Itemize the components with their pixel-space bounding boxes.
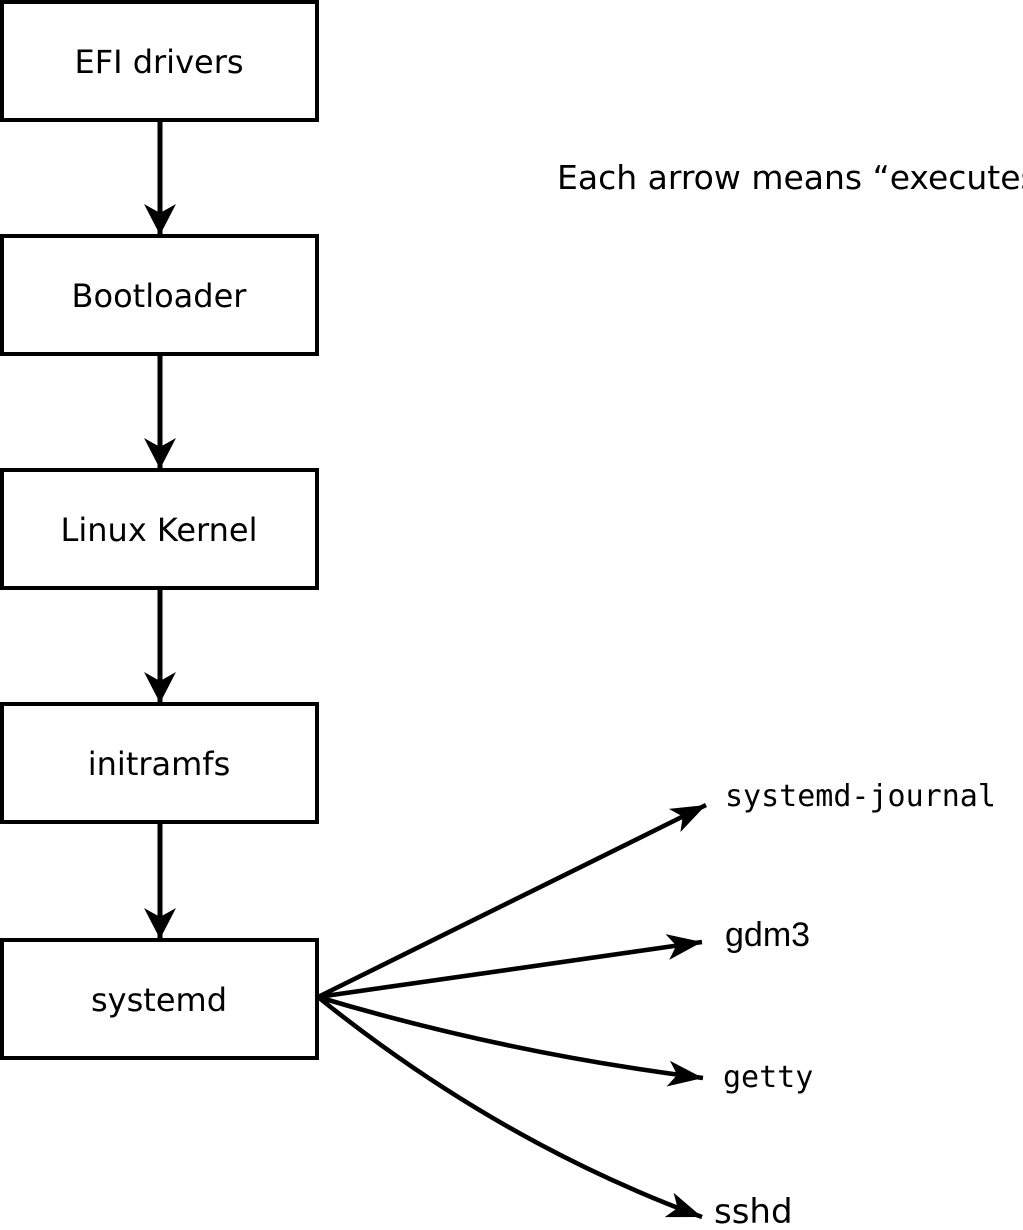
linux-kernel-box bbox=[0, 468, 319, 590]
node-efi-drivers: EFI drivers bbox=[0, 0, 319, 122]
arrow-systemd-to-gdm3 bbox=[317, 934, 703, 1000]
initramfs-label: initramfs bbox=[88, 745, 230, 783]
arrow-systemd-to-sshd bbox=[316, 995, 703, 1220]
initramfs-box bbox=[0, 702, 319, 824]
arrow-systemd-to-systemd-journal bbox=[316, 802, 708, 1000]
systemd-box bbox=[0, 938, 319, 1060]
arrow-systemd-to-getty bbox=[317, 994, 704, 1087]
efi-drivers-label: EFI drivers bbox=[74, 43, 243, 81]
node-bootloader: Bootloader bbox=[0, 234, 319, 356]
caption-arrow-meaning: Each arrow means “executes”. bbox=[557, 158, 1023, 197]
bootloader-label: Bootloader bbox=[72, 277, 248, 315]
node-initramfs: initramfs bbox=[0, 702, 319, 824]
linux-kernel-label: Linux Kernel bbox=[61, 511, 258, 549]
process-label-systemd-journal: systemd-journal bbox=[725, 779, 996, 814]
process-label-gdm3: gdm3 bbox=[725, 916, 810, 954]
efi-drivers-box bbox=[0, 0, 319, 122]
bootloader-box bbox=[0, 234, 319, 356]
systemd-label: systemd bbox=[91, 981, 227, 1019]
process-label-sshd: sshd bbox=[714, 1192, 793, 1230]
process-label-getty: getty bbox=[723, 1060, 813, 1095]
node-linux-kernel: Linux Kernel bbox=[0, 468, 319, 590]
node-systemd: systemd bbox=[0, 938, 319, 1060]
